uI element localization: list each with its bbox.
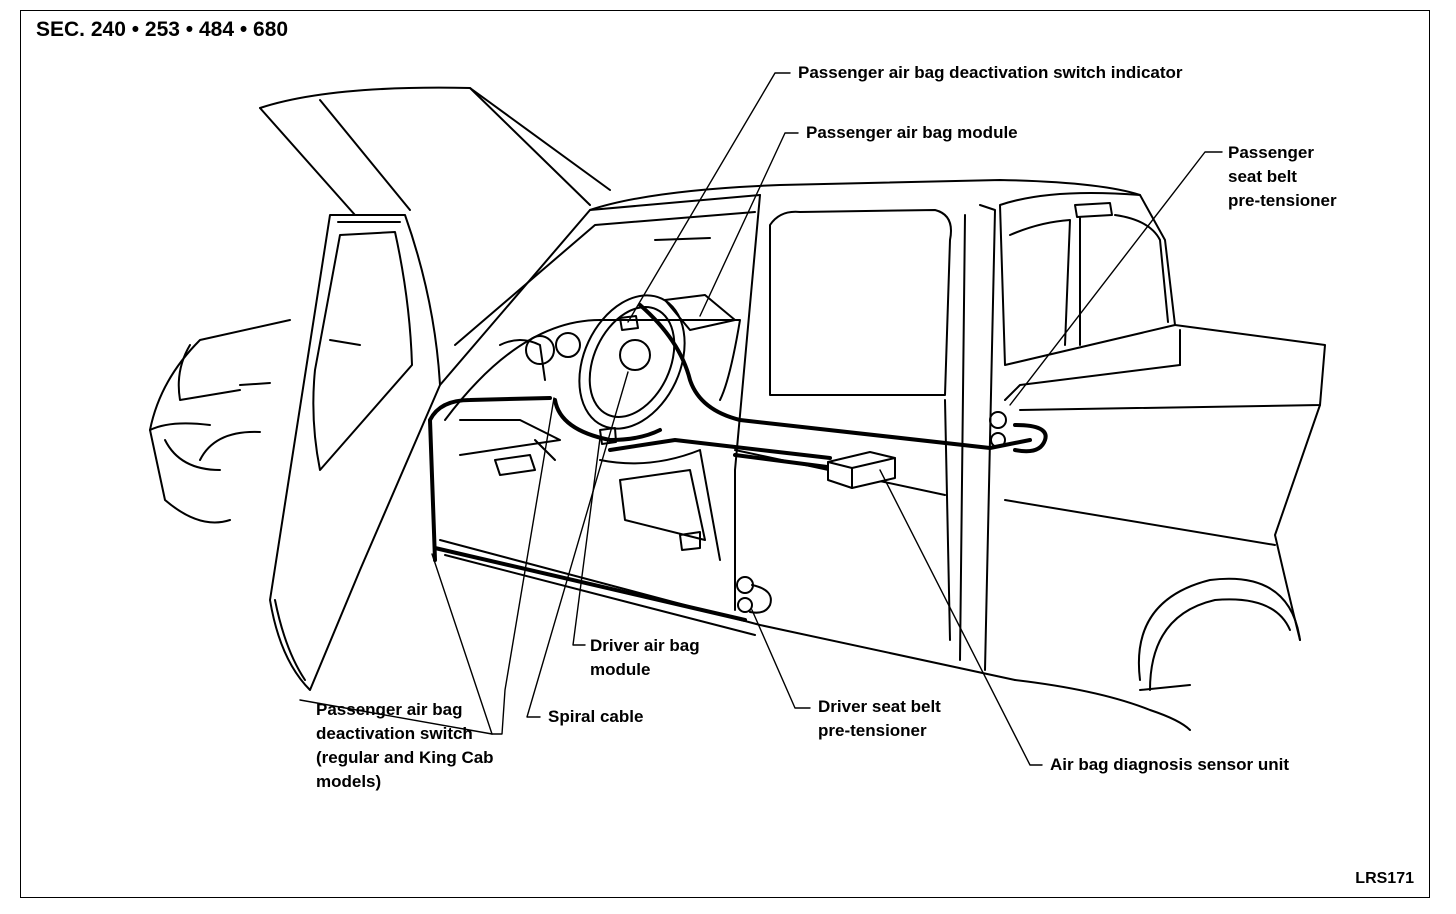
label-passenger-indicator: Passenger air bag deactivation switch in… (798, 63, 1183, 82)
truck-bed (1004, 324, 1326, 731)
label-line: Passenger air bag (316, 700, 463, 719)
hood (259, 86, 611, 216)
label-passenger-pretensioner: Passenger seat belt pre-tensioner (1228, 141, 1337, 213)
label-line: Passenger (1228, 143, 1314, 162)
cab-rear (769, 192, 1176, 671)
label-line: module (590, 660, 651, 679)
air-bag-components (599, 315, 1007, 614)
open-door (269, 214, 441, 691)
diagram-frame (20, 10, 1430, 898)
label-line: Driver seat belt (818, 697, 941, 716)
label-sensor-unit: Air bag diagnosis sensor unit (1050, 755, 1289, 774)
label-line: Driver air bag (590, 636, 700, 655)
label-spiral-cable: Spiral cable (548, 707, 644, 726)
label-passenger-switch: Passenger air bag deactivation switch (r… (316, 698, 494, 794)
label-line: seat belt (1228, 167, 1297, 186)
label-line: models) (316, 772, 382, 791)
front-body (149, 319, 361, 524)
cab-front (439, 179, 1141, 471)
label-line: (regular and King Cab (316, 748, 494, 767)
leader-lines (299, 72, 1223, 766)
label-line: pre-tensioner (1228, 191, 1337, 210)
label-driver-module: Driver air bag module (590, 634, 700, 682)
air-bag-harness (428, 303, 1048, 622)
interior (444, 294, 741, 561)
label-passenger-module: Passenger air bag module (806, 123, 1018, 142)
figure-code: LRS171 (1355, 870, 1414, 887)
label-line: pre-tensioner (818, 721, 927, 740)
label-line: deactivation switch (316, 724, 473, 743)
label-driver-pretensioner: Driver seat belt pre-tensioner (818, 695, 941, 743)
section-reference: SEC. 240 • 253 • 484 • 680 (36, 18, 289, 41)
